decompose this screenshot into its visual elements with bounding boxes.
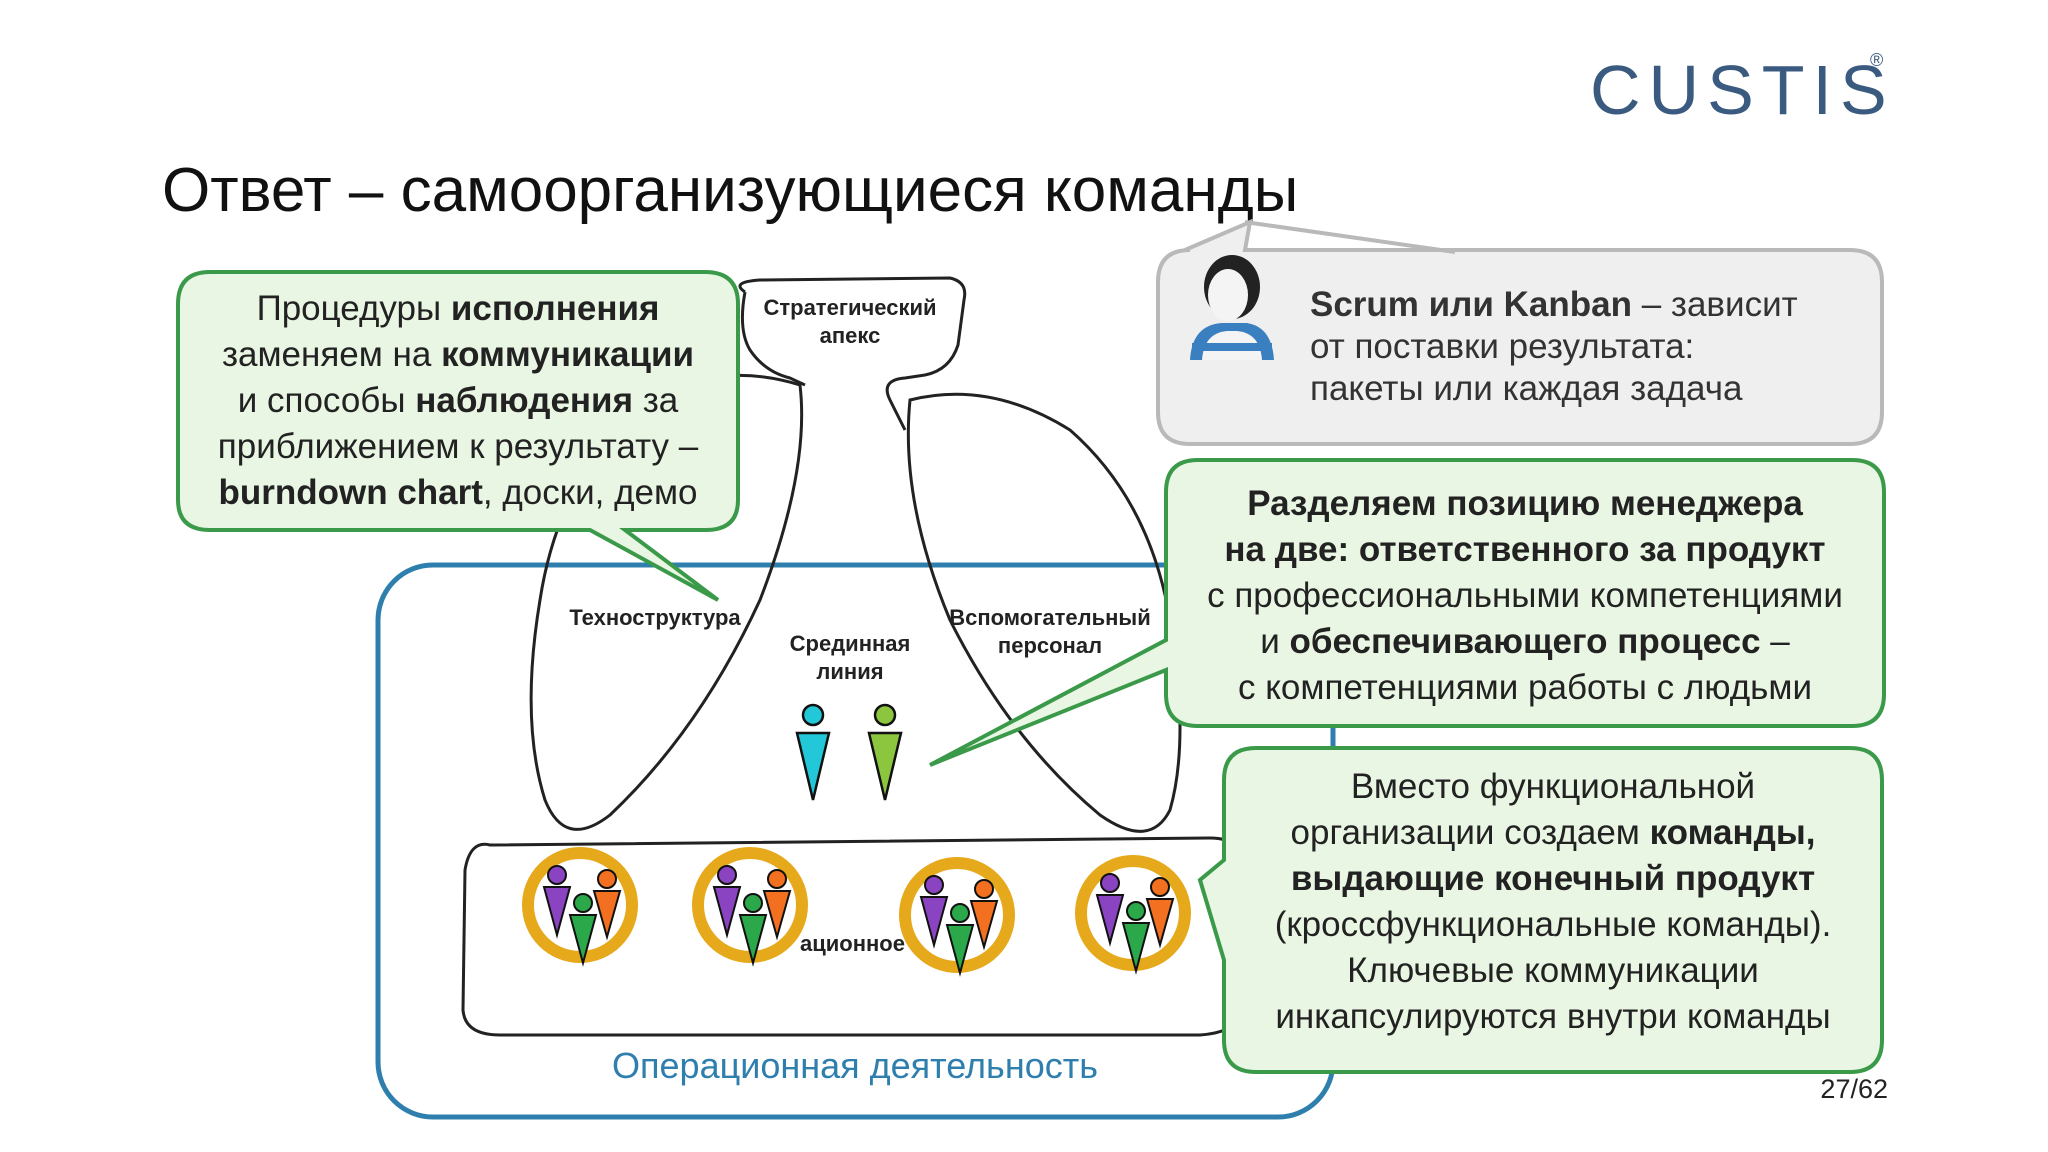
bottom-callout-shape xyxy=(1197,746,1884,1074)
gray-callout-text: Scrum или Kanban – зависит от поставки р… xyxy=(1310,285,1798,408)
registered-mark: ® xyxy=(1870,50,1884,70)
custis-logo: CUSTIS xyxy=(1590,51,1895,129)
apex-shape xyxy=(738,276,967,431)
bottom-callout-text: Вместо функциональной организации создае… xyxy=(1274,767,1832,1036)
left-callout-text: Процедуры исполнения заменяем на коммуни… xyxy=(217,289,699,512)
team-cycle-icon xyxy=(1075,855,1191,975)
slide-title: Ответ – самоорганизующиеся команды xyxy=(162,156,1299,225)
cyan-person-icon xyxy=(795,703,831,801)
middle-callout-shape xyxy=(929,458,1886,767)
team-cycle-icon xyxy=(692,847,808,967)
support-staff-shape xyxy=(906,392,1182,833)
gray-callout-shape xyxy=(1156,218,1884,446)
green-person-icon xyxy=(867,703,903,801)
operations-label: Операционная деятельность xyxy=(612,1045,1098,1086)
page-number: 27/62 xyxy=(1820,1074,1888,1104)
team-cycle-icon xyxy=(899,857,1015,977)
team-cycle-icon xyxy=(522,847,638,967)
middle-callout-text: Разделяем позицию менеджера на две: отве… xyxy=(1207,484,1843,707)
operating-core-label: ационное xyxy=(800,931,905,956)
technostructure-label: Техноструктура xyxy=(569,605,741,630)
manager-person-icon xyxy=(1190,255,1274,360)
left-callout-shape xyxy=(176,270,740,602)
